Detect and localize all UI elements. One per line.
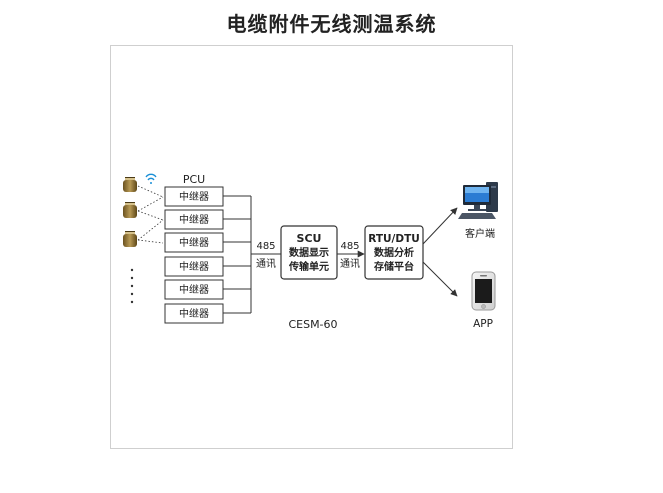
rtu-to-client-arrow <box>422 207 458 245</box>
desktop-computer-icon <box>458 182 498 219</box>
rtu-line1: 数据分析 <box>374 246 414 259</box>
temperature-sensor-3 <box>123 231 137 247</box>
repeater-6: 中继器 <box>164 303 224 324</box>
smartphone-icon <box>471 271 496 311</box>
link-right-num: 485 <box>340 241 359 252</box>
scu-line2: 传输单元 <box>288 260 329 273</box>
rtu-to-app-arrow <box>422 261 458 297</box>
wifi-icon <box>145 173 157 184</box>
rtu-box: RTU/DTU 数据分析 存储平台 <box>364 225 424 280</box>
page-title: 电缆附件无线测温系统 <box>226 12 437 36</box>
temperature-sensor-1 <box>123 177 137 192</box>
scu-box: SCU 数据显示 传输单元 <box>280 225 338 280</box>
repeater-label: 中继器 <box>179 213 209 226</box>
repeater-2: 中继器 <box>164 209 224 230</box>
repeater-label: 中继器 <box>179 307 209 320</box>
model-label: CESM-60 <box>288 318 337 331</box>
repeater-label: 中继器 <box>179 236 209 249</box>
app-label: APP <box>473 318 493 330</box>
client-label: 客户端 <box>465 227 495 240</box>
scu-line1: 数据显示 <box>289 246 329 259</box>
repeater-bus <box>223 195 281 314</box>
temperature-sensor-2 <box>123 202 137 218</box>
wireless-links <box>137 185 164 244</box>
repeater-label: 中继器 <box>179 283 209 296</box>
scu-name: SCU <box>297 232 322 245</box>
repeater-3: 中继器 <box>164 232 224 253</box>
repeater-label: 中继器 <box>179 260 209 273</box>
repeater-4: 中继器 <box>164 256 224 277</box>
link-left-num: 485 <box>256 241 275 252</box>
repeater-label: 中继器 <box>179 190 209 203</box>
repeater-1: 中继器 <box>164 186 224 207</box>
rtu-line2: 存储平台 <box>374 260 414 273</box>
link-right-text: 通讯 <box>340 258 360 270</box>
pcu-label: PCU <box>183 173 205 186</box>
repeater-5: 中继器 <box>164 279 224 300</box>
more-sensors-ellipsis <box>130 268 134 304</box>
link-left-text: 通讯 <box>256 258 276 270</box>
rtu-name: RTU/DTU <box>368 233 420 245</box>
